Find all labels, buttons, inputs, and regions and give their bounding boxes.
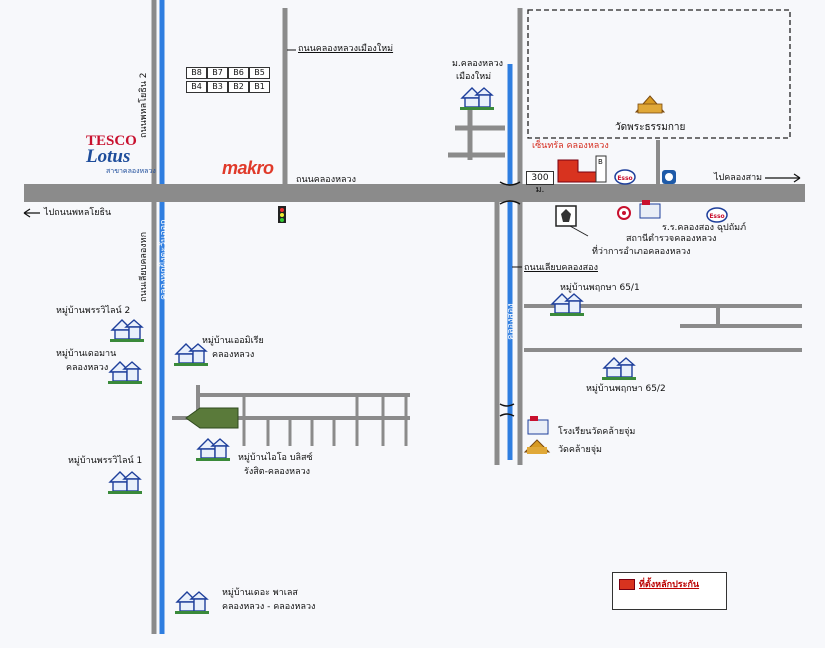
district-label: ที่ว่าการอำเภอคลองหลวง — [592, 247, 691, 257]
village-label: คลองหลวง — [66, 363, 109, 373]
village-label: หมู่บ้านพฤกษา 65/1 — [560, 283, 640, 293]
temple-school-label: โรงเรียนวัดคล้ายจุ่ม — [558, 427, 636, 437]
road-label-phahon: ถนนพหลโยธิน 2 — [139, 72, 149, 138]
canal-label-left: คลองหกฝั่งตะวันออก — [159, 219, 169, 300]
legend: ที่ตั้งหลักประกัน — [612, 572, 727, 610]
village-label: หมู่บ้านเออมิเรีย — [202, 336, 264, 346]
canals — [159, 0, 513, 634]
village-label: หมู่บ้านพรรวิไลน์ 1 — [68, 456, 143, 466]
road-label-khlong6: ถนนเลียบคลองหก — [139, 231, 149, 302]
west-arrow — [23, 208, 40, 218]
temple-label: วัดคล้ายจุ่ม — [558, 445, 602, 455]
block-b3: B3 — [207, 81, 228, 93]
village-label: เมืองใหม่ — [456, 72, 492, 82]
wat-boundary — [527, 9, 791, 139]
tesco-lotus-logo: TESCO Lotus สาขาคลองหลวง — [86, 133, 156, 176]
legend-label: ที่ตั้งหลักประกัน — [639, 580, 700, 590]
village-label: ม.คลองหลวง — [452, 59, 504, 69]
block-b8: B8 — [186, 67, 207, 79]
gas-station-icon — [662, 170, 676, 184]
block-b1: B1 — [249, 81, 270, 93]
svg-text:Esso: Esso — [617, 175, 632, 182]
direction-east: ไปคลองสาม — [714, 173, 763, 183]
police-icon — [617, 206, 631, 220]
collateral-site — [557, 159, 597, 183]
village-label: รังสิต-คลองหลวง — [244, 467, 311, 477]
block-b2: B2 — [228, 81, 249, 93]
village-label: หมู่บ้านไอโอ บลิสซ์ — [238, 453, 313, 463]
wat-label: วัดพระธรรมกาย — [615, 122, 686, 133]
block-b7: B7 — [207, 67, 228, 79]
village-entrance-shape — [185, 407, 239, 429]
village-label: คลองหลวง — [212, 350, 255, 360]
direction-west: ไปถนนพหลโยธิน — [44, 208, 112, 218]
road-label-new: ถนนคลองหลวงเมืองใหม่ — [298, 44, 394, 54]
government-emblem-icon — [555, 205, 589, 237]
legend-site-swatch — [619, 579, 635, 590]
distance-label: 300 ม. — [526, 171, 554, 195]
center-label: เซ็นทรัล คลองหลวง — [532, 141, 609, 151]
block-b4: B4 — [186, 81, 207, 93]
village-label: หมู่บ้านเดอะ พาเลส — [222, 588, 298, 598]
east-arrow — [765, 173, 801, 183]
village-label: หมู่บ้านเดอมาน — [56, 349, 117, 359]
block-b6: B6 — [228, 67, 249, 79]
block-b5: B5 — [249, 67, 270, 79]
esso-icon: Esso Esso — [614, 169, 728, 223]
village-label: หมู่บ้านพฤกษา 65/2 — [586, 384, 666, 394]
bridge-icon — [499, 181, 521, 417]
road-label-main: ถนนคลองหลวง — [296, 175, 356, 185]
police-label: สถานีตำรวจคลองหลวง — [626, 234, 717, 244]
school-label: ร.ร.คลองสอง ฉุปถัมภ์ — [662, 223, 747, 233]
school-flag-icon — [527, 200, 661, 435]
canal-label-right: คลองสอง — [506, 303, 516, 340]
svg-text:Esso: Esso — [709, 213, 724, 220]
traffic-light-icon — [278, 206, 286, 223]
road-label-khlong-rd: ถนนเลียบคลองสอง — [524, 263, 598, 273]
temple-icon — [523, 95, 666, 454]
makro-logo: makro — [222, 158, 274, 178]
center-b-label: B — [598, 158, 603, 166]
village-label: หมู่บ้านพรรวิไลน์ 2 — [56, 306, 131, 316]
house-icon — [108, 87, 636, 614]
village-label: คลองหลวง - คลองหลวง — [222, 602, 316, 612]
